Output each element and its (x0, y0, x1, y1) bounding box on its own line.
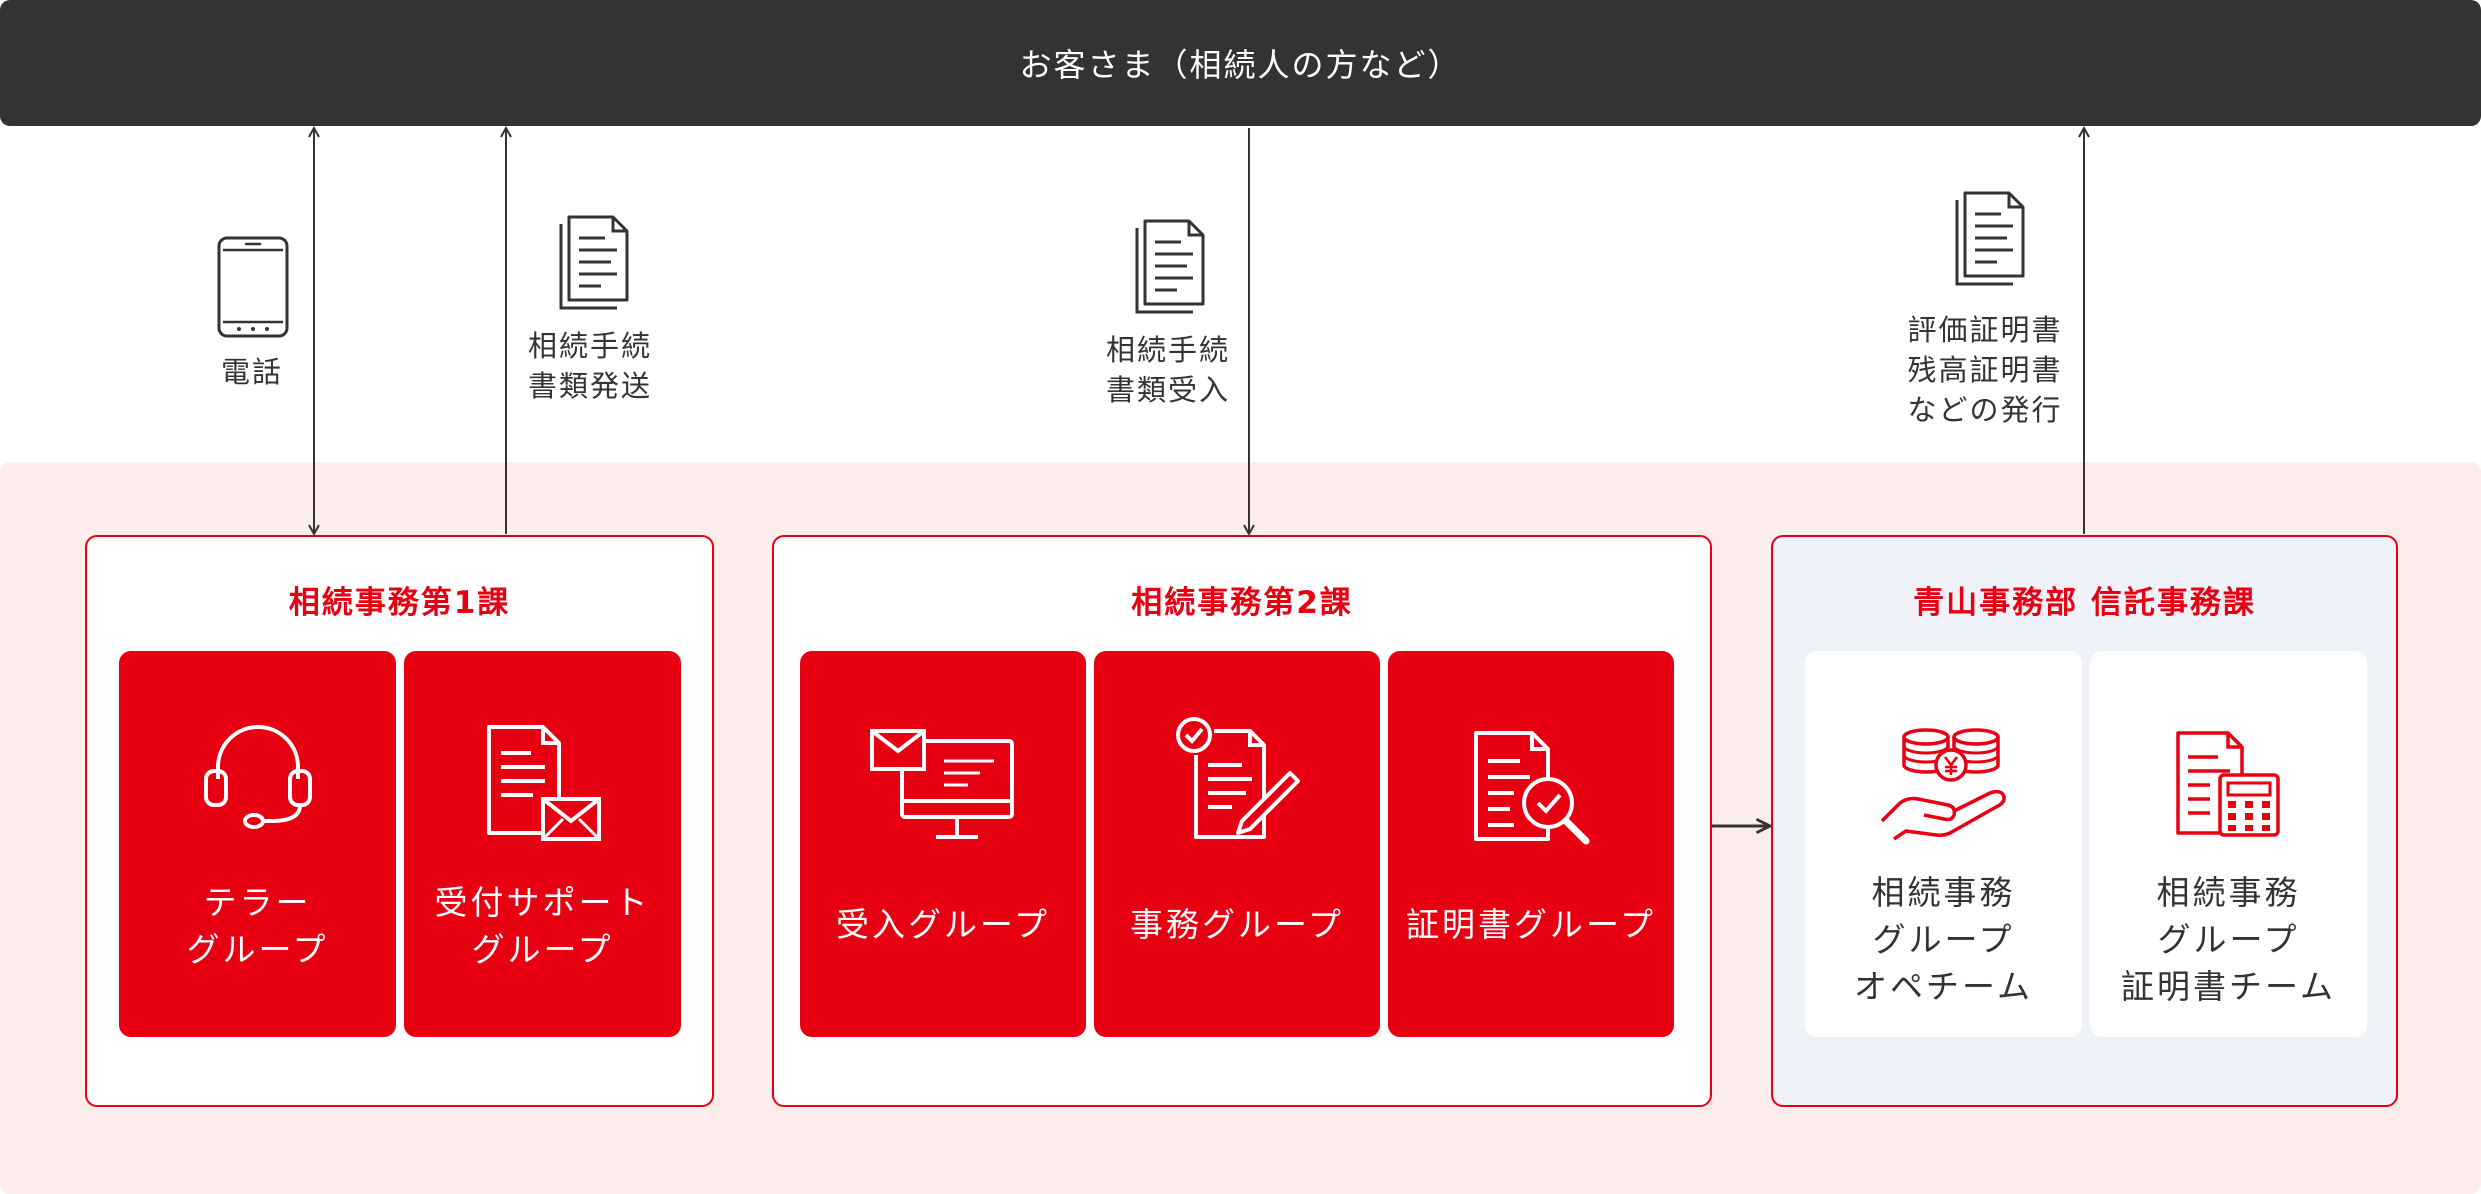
group-card-teller: テラー グループ (119, 651, 396, 1037)
group-label: 受付サポート グループ (434, 883, 651, 969)
group-label: テラー グループ (186, 883, 329, 969)
group-label: 証明書グループ (1405, 905, 1657, 944)
group-card-office-work: 事務グループ (1094, 651, 1380, 1037)
section-title: 相続事務第1課 (288, 585, 511, 621)
customer-bar: お客さま（相続人の方など） (0, 0, 2481, 126)
headset-icon (203, 725, 312, 829)
group-label: 受入グループ (835, 905, 1051, 944)
section-inheritance-1: 相続事務第1課 テラー グループ (85, 535, 714, 1107)
section-title: 青山事務部 信託事務課 (1913, 585, 2256, 621)
document-stack-icon (559, 215, 629, 310)
section-inheritance-2: 相続事務第2課 受入グループ (772, 535, 1712, 1107)
phone-icon (217, 236, 289, 338)
send-docs-label: 相続手続 書類発送 (527, 329, 652, 403)
group-card-certificates: 証明書グループ (1388, 651, 1674, 1037)
group-card-operations-team: 相続事務 グループ オペチーム (1805, 651, 2082, 1037)
issue-certs-label: 評価証明書 残高証明書 などの発行 (1907, 313, 2063, 427)
group-card-certificate-team: 相続事務 グループ 証明書チーム (2090, 651, 2367, 1037)
document-stack-icon (1955, 191, 2025, 286)
phone-label: 電話 (220, 355, 283, 389)
group-card-intake: 受入グループ (800, 651, 1086, 1037)
hand-coins-icon (1880, 728, 2006, 841)
document-stack-icon (1135, 219, 1205, 314)
section-trust-office: 青山事務部 信託事務課 相続事務 グループ オペチーム (1771, 535, 2398, 1107)
group-label: 相続事務 グループ 証明書チーム (2120, 873, 2336, 1006)
document-calculator-icon (2175, 731, 2280, 837)
group-label: 事務グループ (1129, 905, 1345, 944)
customer-label: お客さま（相続人の方など） (1019, 46, 1462, 84)
document-mail-icon (486, 725, 601, 841)
group-label: 相続事務 グループ オペチーム (1853, 873, 2033, 1006)
receive-docs-label: 相続手続 書類受入 (1105, 333, 1230, 407)
document-check-pen-icon (1176, 717, 1300, 839)
group-card-reception-support: 受付サポート グループ (404, 651, 681, 1037)
document-search-icon (1474, 731, 1590, 845)
section-title: 相続事務第2課 (1131, 585, 1353, 621)
monitor-mail-icon (870, 729, 1014, 839)
